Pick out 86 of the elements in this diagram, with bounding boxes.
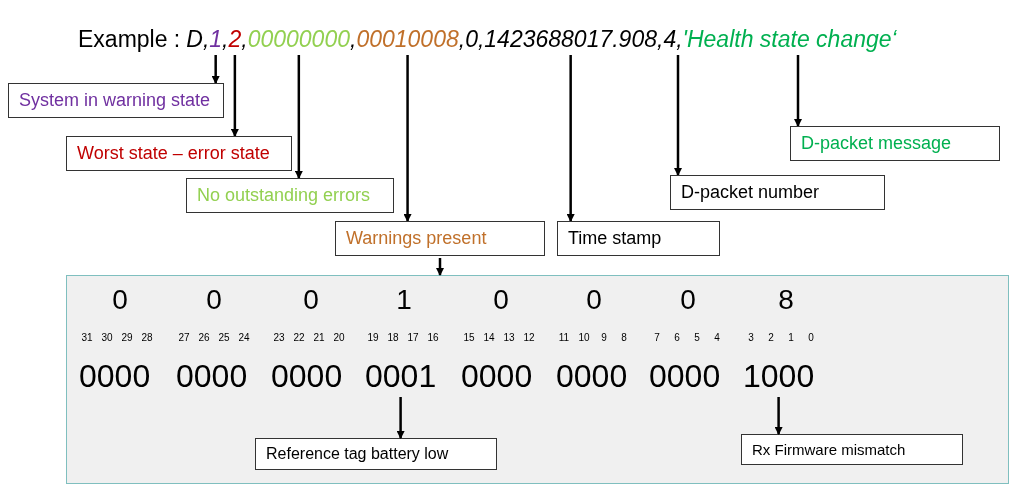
arrow (403, 55, 412, 222)
hex-digit: 0 (679, 284, 697, 316)
annotation-box: Rx Firmware mismatch (741, 434, 963, 465)
bit-number: 12 (522, 332, 536, 343)
bit-number: 16 (426, 332, 440, 343)
bit-number: 5 (693, 332, 701, 343)
binary-group: 0000 (556, 358, 628, 395)
bit-number: 25 (217, 332, 231, 343)
binary-group: 0000 (79, 358, 151, 395)
annotation-box: System in warning state (8, 83, 224, 118)
arrow (794, 55, 802, 127)
comma: , (657, 26, 664, 53)
field-value: 1 (209, 26, 223, 53)
bit-number: 20 (332, 332, 346, 343)
annotation-box: No outstanding errors (186, 178, 394, 213)
field-value: 00010008 (356, 26, 459, 53)
bit-number: 6 (673, 332, 681, 343)
comma: , (676, 26, 683, 53)
field-value: 'Health state change‘ (682, 26, 897, 53)
bit-number: 18 (386, 332, 400, 343)
hex-digit: 0 (205, 284, 223, 316)
bit-number: 29 (120, 332, 134, 343)
field-value: 0 (465, 26, 478, 53)
comma: , (350, 26, 357, 53)
binary-group: 0000 (461, 358, 533, 395)
field-value: 00000000 (247, 26, 350, 53)
annotation-box: D-packet number (670, 175, 885, 210)
annotation-box: Reference tag battery low (255, 438, 497, 470)
bit-number: 14 (482, 332, 496, 343)
field-value: 4 (663, 26, 677, 53)
field-value: 1423688017.908 (484, 26, 657, 53)
binary-group: 0000 (271, 358, 343, 395)
hex-digit: 0 (492, 284, 510, 316)
bit-number: 11 (557, 332, 571, 343)
example-label: Example : (78, 26, 181, 53)
annotation-box: D-packet message (790, 126, 1000, 161)
bit-number: 31 (80, 332, 94, 343)
bit-number: 4 (713, 332, 721, 343)
comma: , (241, 26, 248, 53)
annotation-box: Time stamp (557, 221, 720, 256)
arrow (674, 55, 682, 176)
binary-group: 0001 (365, 358, 437, 395)
bit-number: 1 (787, 332, 795, 343)
bit-number: 10 (577, 332, 591, 343)
bit-number: 0 (807, 332, 815, 343)
bit-number: 19 (366, 332, 380, 343)
bit-number: 22 (292, 332, 306, 343)
bit-number: 24 (237, 332, 251, 343)
arrow (774, 397, 783, 435)
annotation-box: Warnings present (335, 221, 545, 256)
bit-number: 17 (406, 332, 420, 343)
arrow (436, 258, 444, 276)
bit-number: 23 (272, 332, 286, 343)
bit-number: 27 (177, 332, 191, 343)
hex-digit: 0 (302, 284, 320, 316)
annotation-box: Worst state – error state (66, 136, 292, 171)
arrow (396, 397, 405, 439)
hex-digit: 1 (395, 284, 413, 316)
bit-number: 2 (767, 332, 775, 343)
comma: , (458, 26, 466, 53)
bit-number: 28 (140, 332, 154, 343)
bit-panel (66, 275, 1009, 484)
bit-number: 13 (502, 332, 516, 343)
bit-number: 9 (600, 332, 608, 343)
bit-number: 3 (747, 332, 755, 343)
field-value: D (186, 26, 203, 53)
hex-digit: 0 (585, 284, 603, 316)
hex-digit: 0 (111, 284, 129, 316)
hex-digit: 8 (777, 284, 795, 316)
bit-number: 7 (653, 332, 661, 343)
bit-number: 21 (312, 332, 326, 343)
binary-group: 0000 (649, 358, 721, 395)
field-value: 2 (228, 26, 242, 53)
arrow (294, 55, 303, 179)
binary-group: 1000 (743, 358, 815, 395)
comma: , (222, 26, 229, 53)
comma: , (202, 26, 210, 53)
arrow (230, 55, 239, 137)
bit-number: 8 (620, 332, 628, 343)
bit-number: 26 (197, 332, 211, 343)
bit-number: 15 (462, 332, 476, 343)
bit-number: 30 (100, 332, 114, 343)
binary-group: 0000 (176, 358, 248, 395)
arrow (211, 55, 220, 84)
arrow (566, 55, 575, 222)
comma: , (477, 26, 485, 53)
